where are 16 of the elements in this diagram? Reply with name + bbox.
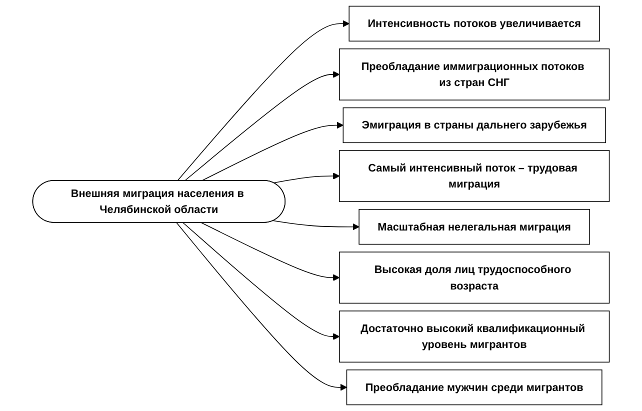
node-box: Масштабная нелегальная миграция bbox=[358, 208, 590, 245]
arrow bbox=[201, 122, 344, 182]
node-box: Самый интенсивный поток – трудовая миграция bbox=[339, 150, 610, 202]
arrow bbox=[184, 71, 340, 182]
node-box: Интенсивность потоков увеличивается bbox=[348, 6, 600, 42]
node-box: Высокая доля лиц трудоспособного возраста bbox=[339, 252, 610, 304]
arrow bbox=[201, 222, 340, 282]
node-box: Преобладание иммиграционных потоков из стран СНГ bbox=[339, 48, 610, 100]
node-box: Достаточно высокий квалификационный уровень мигрантов bbox=[339, 310, 610, 363]
node-box: Преобладание мужчин среди мигрантов bbox=[346, 370, 602, 406]
node-box: Эмиграция в страны дальнего зарубежья bbox=[342, 107, 606, 144]
arrow bbox=[273, 172, 340, 184]
arrow bbox=[182, 222, 340, 340]
arrow bbox=[273, 220, 360, 230]
arrow bbox=[176, 20, 350, 182]
arrow bbox=[176, 222, 348, 391]
